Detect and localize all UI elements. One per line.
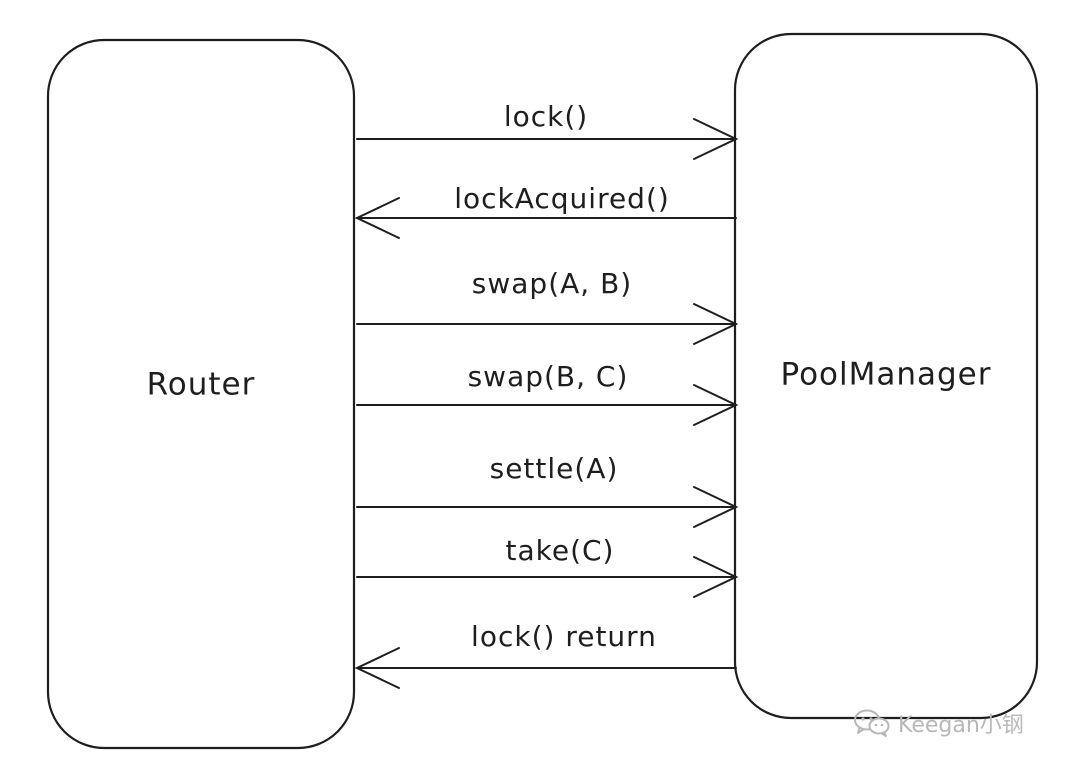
- message-label: lockAcquired(): [454, 182, 670, 215]
- participant-poolmanager: PoolManager: [733, 32, 1039, 720]
- message-label: lock(): [504, 100, 588, 133]
- message-label: settle(A): [490, 452, 619, 485]
- message-2: lockAcquired(): [354, 182, 737, 239]
- participant-label-poolmanager: PoolManager: [780, 357, 991, 393]
- arrowhead-left-icon: [354, 197, 400, 239]
- message-label: lock() return: [471, 620, 657, 653]
- message-7: lock() return: [354, 620, 737, 689]
- arrowhead-right-icon: [693, 384, 739, 426]
- participant-router: Router: [46, 38, 356, 750]
- message-3: swap(A, B): [356, 267, 739, 345]
- arrowhead-right-icon: [693, 486, 739, 528]
- arrowhead-right-icon: [693, 556, 739, 598]
- arrowhead-right-icon: [693, 118, 739, 160]
- message-4: swap(B, C): [356, 360, 739, 426]
- watermark: Keegan小钢: [852, 706, 1024, 740]
- arrowhead-left-icon: [354, 647, 400, 689]
- messages-layer: lock() lockAcquired() swap(A, B) swap(B, C)…: [354, 100, 739, 689]
- participant-box-router: [46, 38, 356, 750]
- message-label: swap(B, C): [468, 360, 629, 393]
- message-label: swap(A, B): [472, 267, 632, 300]
- wechat-icon: [854, 709, 890, 737]
- message-label: take(C): [506, 534, 615, 567]
- participants-layer: Router PoolManager: [46, 32, 1039, 750]
- participant-label-router: Router: [147, 367, 256, 403]
- message-6: take(C): [356, 534, 739, 598]
- message-5: settle(A): [356, 452, 739, 528]
- participant-box-poolmanager: [733, 32, 1039, 720]
- arrowhead-right-icon: [693, 303, 739, 345]
- message-1: lock(): [356, 100, 739, 160]
- watermark-text: Keegan小钢: [898, 713, 1024, 738]
